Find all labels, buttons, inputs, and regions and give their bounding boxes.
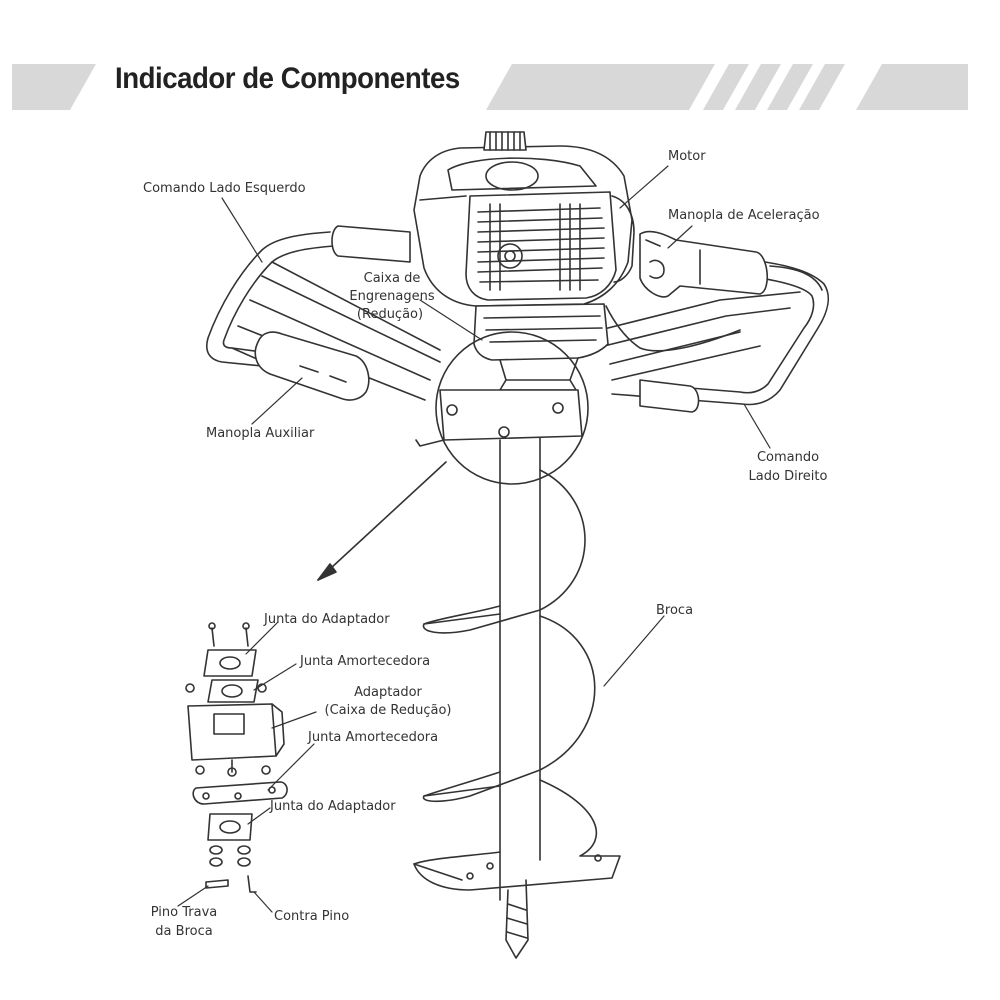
- leader-junta-adaptador-bottom: [247, 807, 271, 825]
- leader-motor: [619, 165, 669, 209]
- header-stripe: [799, 64, 845, 110]
- label-adaptador-1: Adaptador: [354, 685, 422, 700]
- label-contra-pino: Contra Pino: [274, 909, 349, 924]
- label-adaptador-2: (Caixa de Redução): [325, 703, 452, 718]
- label-caixa-1: Caixa de: [364, 271, 421, 286]
- label-caixa-3: (Redução): [357, 307, 423, 322]
- label-junta-adaptador-top: Junta do Adaptador: [263, 612, 390, 627]
- header-stripe: [735, 64, 781, 110]
- right-lower-grip: [639, 379, 700, 413]
- label-junta-amortecedora-bottom: Junta Amortecedora: [307, 730, 438, 745]
- header-stripe: [703, 64, 749, 110]
- header-band-right: [486, 64, 715, 110]
- label-manopla-auxiliar: Manopla Auxiliar: [206, 426, 315, 441]
- leader-pino: [177, 885, 209, 907]
- leader-caixa: [419, 299, 483, 341]
- leader-manopla-aceleracao: [667, 225, 693, 249]
- leader-comando-direito: [743, 403, 771, 449]
- header-band-end: [856, 64, 968, 110]
- label-pino-1: Pino Trava: [151, 905, 218, 920]
- label-junta-amortecedora-top: Junta Amortecedora: [299, 654, 430, 669]
- left-upper-grip: [331, 225, 411, 263]
- auger: [413, 437, 621, 959]
- label-comando-esquerdo: Comando Lado Esquerdo: [143, 181, 306, 196]
- leader-junta-amortecedora-bottom: [267, 743, 315, 791]
- zoom-circle: [435, 331, 589, 485]
- throttle-handle: [639, 230, 768, 298]
- leader-junta-adaptador-top: [245, 621, 279, 655]
- label-broca: Broca: [656, 603, 693, 618]
- mount-bracket: [415, 389, 583, 447]
- auxiliary-grip: [254, 331, 370, 401]
- zoom-arrow: [317, 461, 447, 581]
- right-handle-frame: [599, 261, 830, 406]
- leader-manopla-auxiliar: [251, 377, 303, 425]
- exploded-parts: [185, 622, 288, 893]
- label-caixa-2: Engrenagens: [349, 289, 434, 304]
- engine: [413, 131, 635, 307]
- leader-adaptador: [271, 711, 317, 729]
- header-band-left: [12, 64, 96, 110]
- leader-broca: [603, 615, 665, 687]
- leader-contra-pino: [253, 891, 273, 913]
- header-band: [12, 64, 968, 110]
- label-comando-direito-2: Lado Direito: [749, 469, 828, 484]
- label-motor: Motor: [668, 149, 706, 164]
- label-comando-direito-1: Comando: [757, 450, 819, 465]
- throttle-cable: [605, 265, 823, 352]
- header-stripe: [767, 64, 813, 110]
- gearbox: [473, 303, 609, 391]
- leader-comando-esquerdo: [221, 197, 263, 263]
- leader-junta-amortecedora-top: [253, 663, 297, 691]
- label-manopla-aceleracao: Manopla de Aceleração: [668, 208, 820, 223]
- label-junta-adaptador-bottom: Junta do Adaptador: [269, 799, 396, 814]
- leader-lines: [177, 165, 771, 913]
- page-title: Indicador de Componentes: [115, 62, 460, 95]
- label-pino-2: da Broca: [155, 924, 212, 939]
